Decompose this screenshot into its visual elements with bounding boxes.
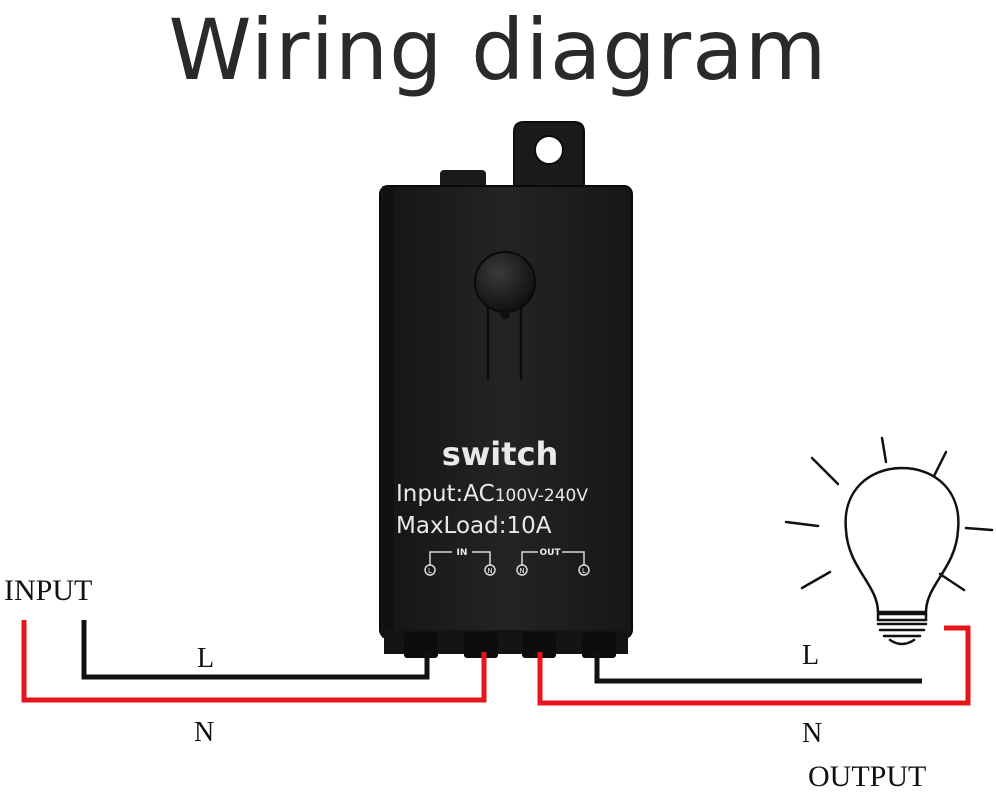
output-neutral-label: N bbox=[802, 718, 822, 749]
terminal-block bbox=[384, 630, 628, 658]
body-edge-shade bbox=[382, 186, 394, 638]
terminal-label: N bbox=[487, 567, 492, 575]
output-neutral-wire bbox=[537, 625, 971, 706]
device-input-rating: Input:AC100V-240V bbox=[396, 481, 588, 507]
terminal-group-out: OUT bbox=[539, 548, 561, 558]
device-name: switch bbox=[442, 435, 559, 473]
output-live-label: L bbox=[802, 640, 819, 671]
light-bulb-icon bbox=[784, 436, 994, 646]
input-label: INPUT bbox=[4, 574, 92, 607]
terminal-group-in: IN bbox=[457, 548, 468, 558]
terminal-label: L bbox=[428, 567, 432, 575]
terminal-markings bbox=[424, 551, 590, 576]
input-live-label: L bbox=[197, 643, 214, 674]
device-max-load: MaxLoad:10A bbox=[396, 513, 552, 539]
input-live-wire bbox=[81, 620, 430, 680]
terminal-label: N bbox=[519, 567, 524, 575]
input-neutral-wire bbox=[21, 620, 487, 703]
push-button-icon bbox=[474, 251, 536, 380]
input-neutral-label: N bbox=[194, 717, 214, 748]
mounting-tab-icon bbox=[513, 121, 585, 191]
terminal-label: L bbox=[582, 567, 586, 575]
output-label: OUTPUT bbox=[808, 760, 926, 792]
page-title: Wiring diagram bbox=[168, 1, 828, 99]
output-live-wire bbox=[594, 652, 922, 684]
